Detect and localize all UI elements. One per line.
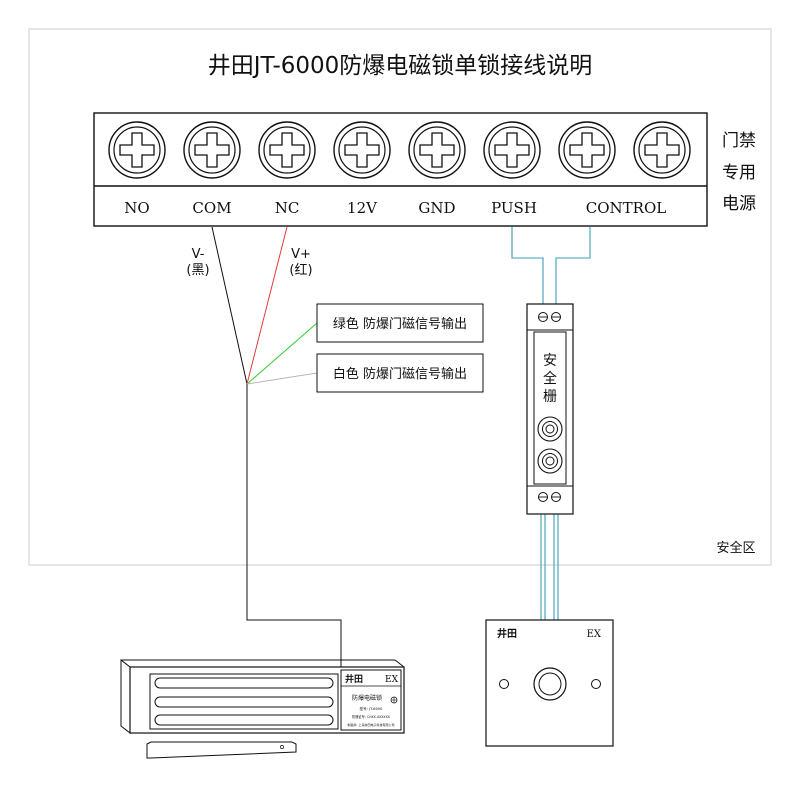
- power-label-line1: 门禁: [722, 131, 756, 151]
- screw-icon: [483, 121, 541, 179]
- maglock-product-name: 防爆电磁锁: [352, 694, 382, 702]
- screw-icon: [108, 121, 166, 179]
- power-label-line2: 专用: [722, 163, 756, 183]
- exit-button-ex-mark: EX: [587, 629, 602, 640]
- screw-icon: [408, 121, 466, 179]
- screw-icon: [258, 121, 316, 179]
- screw-icon: [183, 121, 241, 179]
- barrier-label-3: 栅: [543, 389, 557, 405]
- safe-zone-frame: [28, 28, 772, 566]
- maglock-model: 型号: JT-6000: [360, 706, 384, 711]
- barrier-label-2: 全: [543, 370, 557, 387]
- black-wire: [211, 226, 248, 385]
- mount-hole-icon: [499, 679, 509, 689]
- terminal-label-12v: 12V: [347, 199, 378, 217]
- lock-wires: [211, 226, 342, 667]
- terminal-block: NO COM NC 12V GND PUSH CONTROL: [93, 112, 708, 227]
- maglock-brand: 井田: [345, 673, 363, 685]
- maglock-ex-mark: EX: [385, 675, 399, 685]
- v-plus-label: V+: [291, 247, 311, 262]
- white-output-box: [316, 353, 484, 393]
- lock-cable: [246, 384, 342, 667]
- white-output-label: 白色 防爆门磁信号输出: [333, 366, 467, 382]
- diagram-title: 井田JT-6000防爆电磁锁单锁接线说明: [208, 53, 593, 79]
- terminal-label-no: NO: [124, 199, 149, 217]
- terminal-label-gnd: GND: [418, 199, 455, 217]
- barrier-knob-icon: [537, 448, 563, 474]
- terminal-label-com: COM: [192, 199, 231, 217]
- screw-icon: [558, 121, 616, 179]
- maglock-maker: 制造商: 上海井田电子科技有限公司: [348, 722, 395, 727]
- power-label-line3: 电源: [722, 194, 756, 214]
- v-minus-color-label: (黑): [186, 263, 209, 278]
- maglock: [120, 658, 405, 759]
- safe-zone-label: 安全区: [716, 540, 755, 556]
- green-output-label: 绿色 防爆门磁信号输出: [333, 316, 467, 332]
- maglock-cert: 防爆证号: CHXX.XXXXXX: [352, 714, 391, 719]
- safety-barrier: [526, 303, 574, 515]
- v-plus-color-label: (红): [289, 262, 312, 278]
- terminal-label-control: CONTROL: [586, 199, 666, 217]
- exit-button-brand: 井田: [497, 627, 517, 640]
- screw-icon: [633, 121, 691, 179]
- green-output-box: [316, 303, 484, 343]
- mount-hole-icon: [591, 679, 601, 689]
- exit-button-panel: [485, 619, 614, 747]
- barrier-knob-icon: [537, 416, 563, 442]
- red-wire: [246, 226, 288, 385]
- armature-screw-icon: [280, 745, 284, 749]
- terminal-label-push: PUSH: [491, 199, 537, 217]
- barrier-label-1: 安: [543, 353, 557, 369]
- terminal-label-nc: NC: [275, 199, 300, 217]
- v-minus-label: V-: [192, 247, 205, 262]
- screw-icon: [333, 121, 391, 179]
- green-wire: [246, 322, 318, 385]
- white-wire: [246, 372, 318, 385]
